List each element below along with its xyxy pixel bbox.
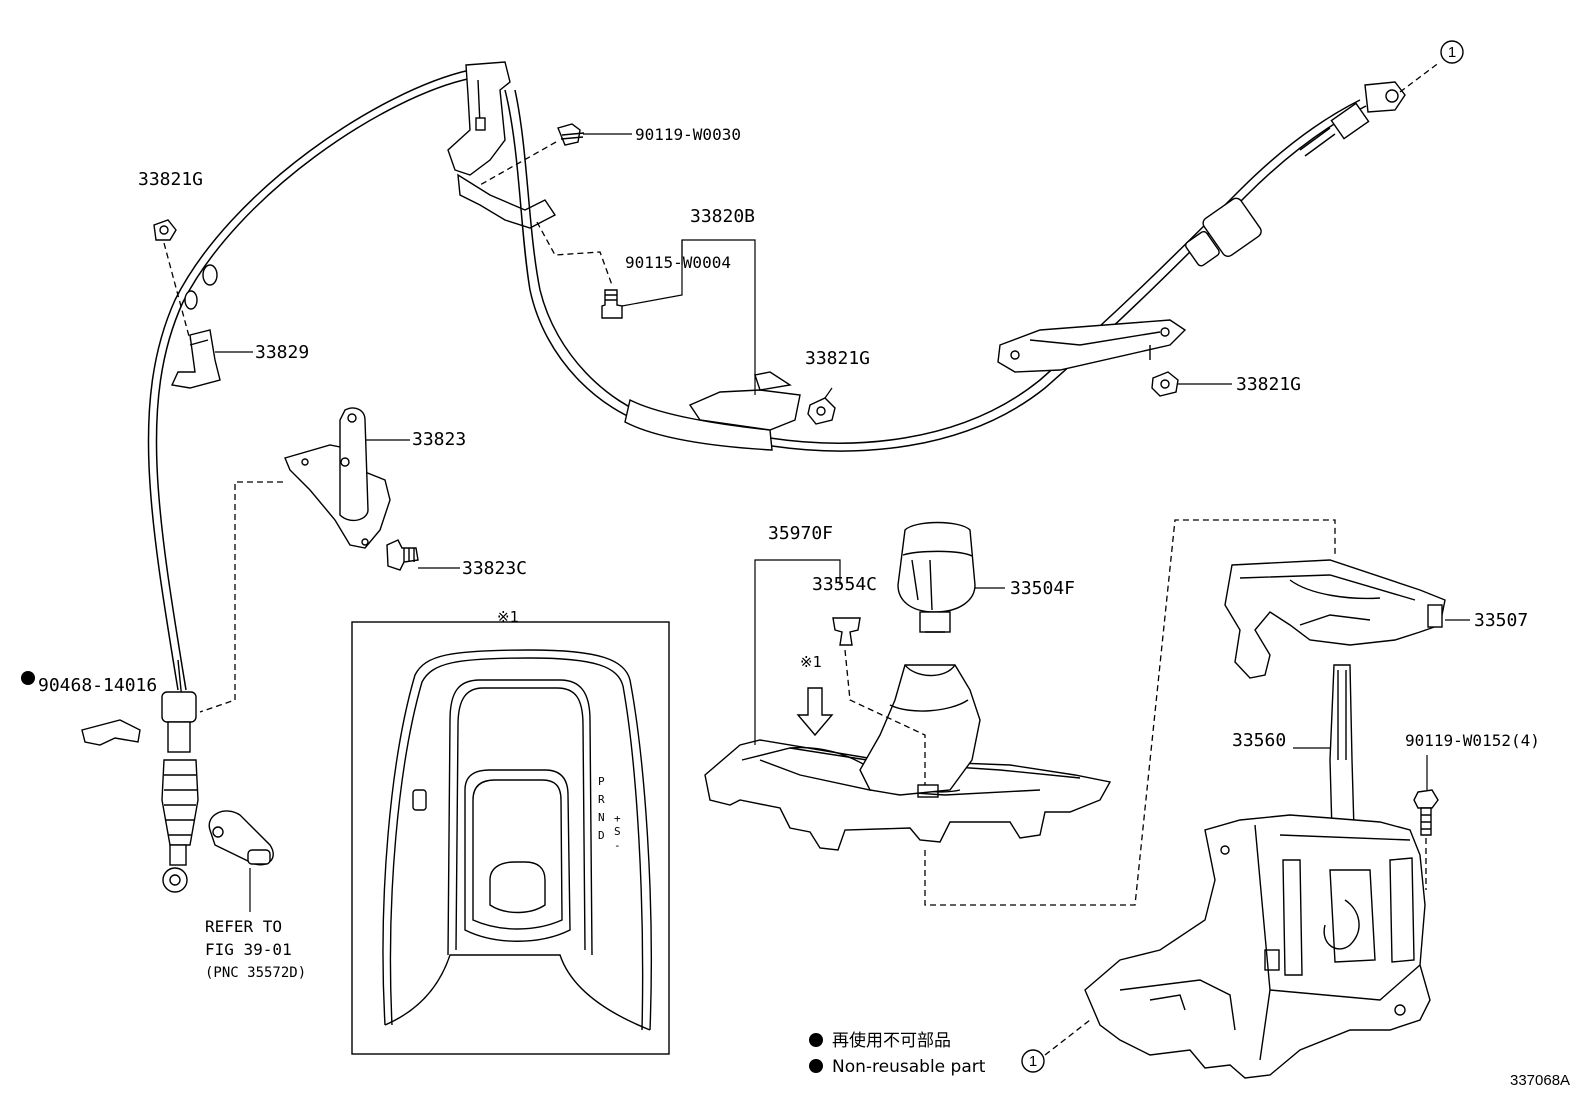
label-33829: 33829: [255, 342, 309, 363]
shift-pattern-r: R: [598, 793, 605, 806]
legend-english: Non-reusable part: [832, 1057, 986, 1077]
clip-33554C: [832, 617, 861, 646]
label-33820B: 33820B: [690, 206, 755, 227]
cable-boot: [161, 759, 199, 846]
cable-end-left: [161, 659, 199, 893]
label-90119-W0030: 90119-W0030: [635, 125, 741, 144]
inset-frame: [351, 621, 670, 1055]
shift-panel-inset: [382, 649, 652, 1031]
shift-lever-link: [208, 810, 274, 866]
shift-pattern-p: P: [598, 775, 605, 788]
clip-90468-14016: [21, 671, 141, 746]
cable-end-right: [997, 81, 1406, 373]
cable-grommet: [184, 290, 198, 310]
arrow-mark: ※1: [800, 653, 822, 671]
shift-pattern-plus: +: [614, 812, 621, 825]
shift-pattern-d: D: [598, 829, 605, 842]
bolt-33823C: [386, 539, 419, 571]
legend-bullet-en: [809, 1059, 823, 1073]
shift-lever-assembly-33560: [1084, 664, 1431, 1079]
shift-pattern-s: S: [614, 825, 621, 838]
nut-33821G-b: [807, 397, 836, 425]
refer-line-1: REFER TO: [205, 917, 282, 936]
figure-number: 337068A: [1510, 1072, 1570, 1089]
refer-line-3: (PNC 35572D): [205, 965, 306, 981]
shift-housing-cover-33507: [1224, 559, 1446, 679]
label-33821G-a: 33821G: [138, 169, 203, 190]
label-33821G-c: 33821G: [1236, 374, 1301, 395]
bolt-90119-W0030: [557, 123, 585, 146]
shift-pattern-n: N: [598, 811, 605, 824]
nut-33821G-c: [1151, 371, 1179, 397]
legend-bullet-ja: [809, 1033, 823, 1047]
shift-panel-assembly: [704, 664, 1112, 851]
circle-ref-top: [1440, 40, 1464, 64]
cable-bracket-right: [997, 319, 1187, 373]
bracket-33823: [284, 407, 391, 549]
shift-knob-33504F: [897, 521, 976, 633]
view-arrow: [796, 687, 834, 737]
legend-japanese: 再使用不可部品: [832, 1030, 951, 1051]
label-33823: 33823: [412, 429, 466, 450]
cable-grommet: [202, 264, 218, 286]
non-reusable-marker: [21, 671, 35, 685]
label-33823C: 33823C: [462, 558, 527, 579]
cable-bracket-33820B: [688, 371, 801, 431]
label-35970F: 35970F: [768, 523, 833, 544]
inset-mark: ※1: [497, 608, 519, 626]
circle-ref-bottom: [1021, 1049, 1045, 1073]
label-33507: 33507: [1474, 610, 1528, 631]
circle-ref-bottom-text: 1: [1029, 1053, 1037, 1070]
label-33554C: 33554C: [812, 574, 877, 595]
shift-pattern-minus: -: [614, 839, 621, 852]
label-90115-W0004: 90115-W0004: [625, 253, 731, 272]
cable-sheath: [624, 398, 773, 451]
nut-33821G-a: [153, 219, 177, 241]
label-90468-14016: 90468-14016: [38, 675, 157, 696]
clip-33829: [170, 329, 221, 389]
label-33504F: 33504F: [1010, 578, 1075, 599]
shift-control-cable: [147, 61, 1367, 691]
shift-lever-rod: [1329, 664, 1355, 833]
shift-boot: [859, 664, 981, 796]
refer-line-2: FIG 39-01: [205, 940, 292, 959]
circle-ref-top-text: 1: [1448, 44, 1456, 61]
bolt-90119-W0152: [1413, 789, 1439, 836]
bolt-90115-W0004: [601, 289, 623, 319]
label-33821G-b: 33821G: [805, 348, 870, 369]
label-33560: 33560: [1232, 730, 1286, 751]
label-90119-W0152: 90119-W0152(4): [1405, 731, 1540, 750]
